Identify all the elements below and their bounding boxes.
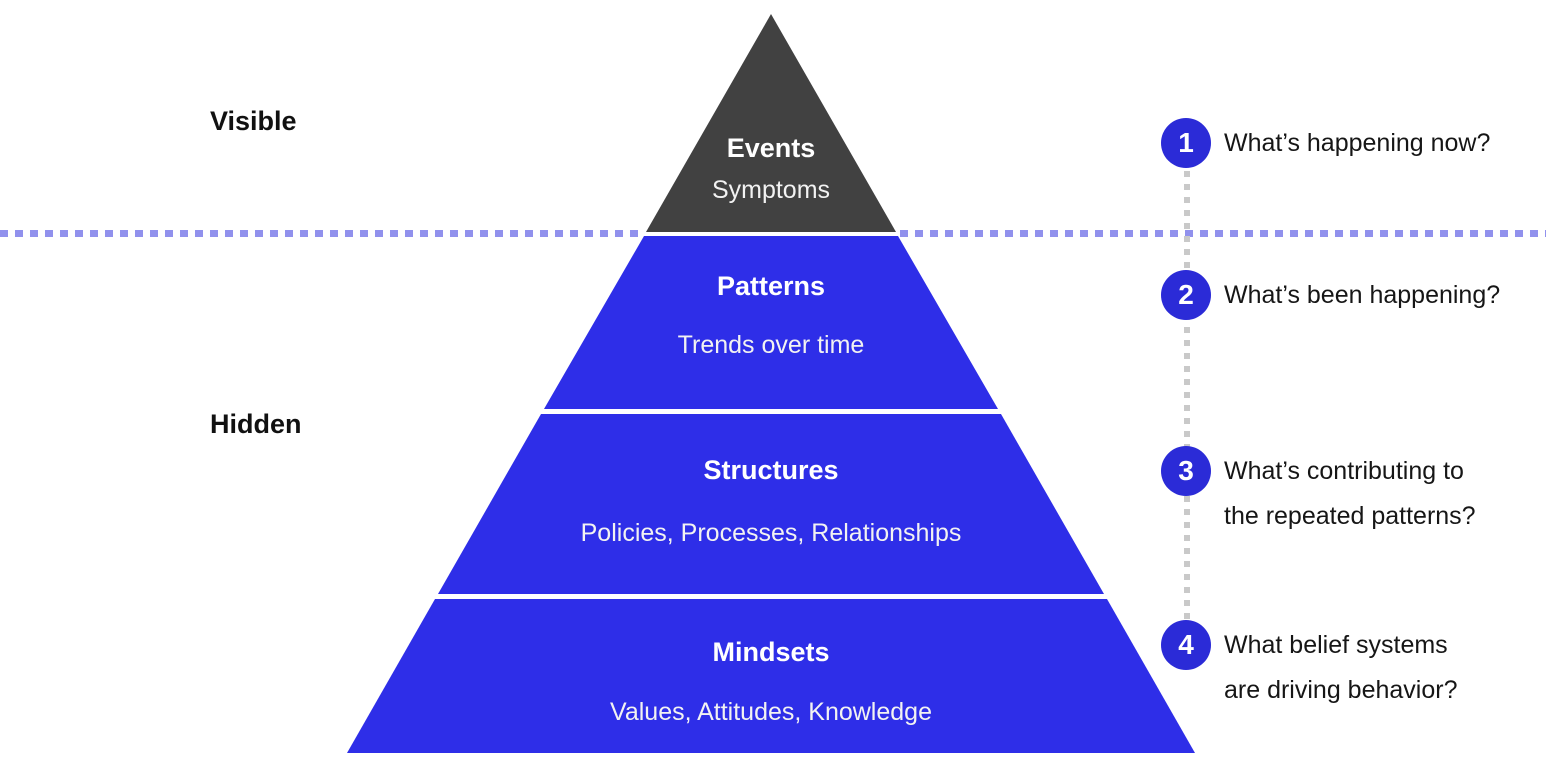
question-2-number-badge: 2 bbox=[1161, 270, 1211, 320]
question-4-line-1: What belief systems bbox=[1224, 631, 1448, 659]
question-2-line-1: What’s been happening? bbox=[1224, 281, 1501, 309]
question-4-line-2: are driving behavior? bbox=[1224, 676, 1458, 704]
hidden-zone-label: Hidden bbox=[210, 409, 302, 439]
pyramid-layer-events-shape bbox=[646, 14, 896, 232]
question-row-3: 3 What’s contributing to the repeated pa… bbox=[1161, 446, 1476, 539]
patterns-subtitle: Trends over time bbox=[677, 331, 865, 359]
question-2-text: What’s been happening? bbox=[1224, 273, 1500, 318]
question-3-number-badge: 3 bbox=[1161, 446, 1211, 496]
question-4-number-badge: 4 bbox=[1161, 620, 1211, 670]
question-3-text: What’s contributing to the repeated patt… bbox=[1224, 449, 1476, 539]
question-row-1: 1 What’s happening now? bbox=[1161, 118, 1490, 168]
question-row-2: 2 What’s been happening? bbox=[1161, 270, 1500, 320]
patterns-title: Patterns bbox=[716, 271, 826, 301]
question-1-number-badge: 1 bbox=[1161, 118, 1211, 168]
pyramid-layer-structures-shape bbox=[438, 414, 1104, 594]
mindsets-title: Mindsets bbox=[712, 637, 830, 667]
question-3-line-1: What’s contributing to bbox=[1224, 457, 1464, 485]
question-1-line-1: What’s happening now? bbox=[1224, 129, 1491, 157]
visible-zone-label: Visible bbox=[210, 106, 297, 136]
question-3-line-2: the repeated patterns? bbox=[1224, 502, 1476, 530]
events-title: Events bbox=[726, 133, 816, 163]
structures-subtitle: Policies, Processes, Relationships bbox=[580, 519, 962, 547]
question-1-text: What’s happening now? bbox=[1224, 121, 1490, 166]
mindsets-subtitle: Values, Attitudes, Knowledge bbox=[610, 698, 932, 726]
question-4-text: What belief systems are driving behavior… bbox=[1224, 623, 1457, 713]
structures-title: Structures bbox=[703, 455, 839, 485]
events-subtitle: Symptoms bbox=[711, 176, 831, 204]
questions-connector-dotted-line bbox=[1184, 145, 1190, 645]
pyramid-layer-mindsets-shape bbox=[347, 599, 1195, 753]
pyramid-layer-patterns-shape bbox=[544, 236, 998, 409]
question-row-4: 4 What belief systems are driving behavi… bbox=[1161, 620, 1457, 713]
